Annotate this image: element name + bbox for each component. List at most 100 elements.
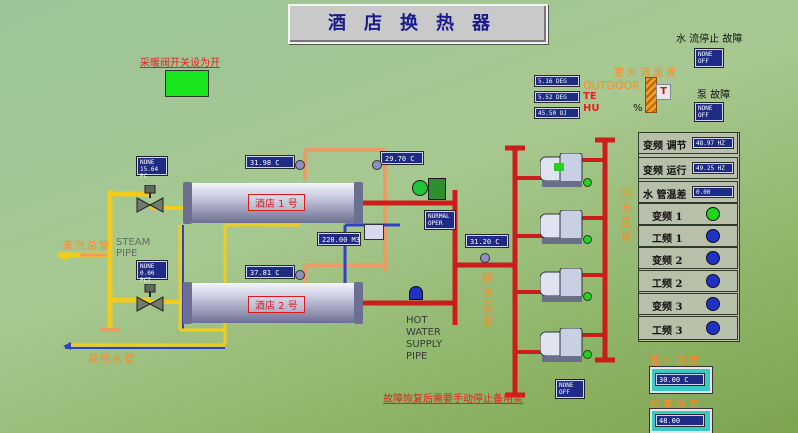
status-row-1-led — [706, 207, 720, 221]
pump-4-status-dot — [583, 350, 592, 359]
outdoor-temp-label: 室外温度 — [650, 356, 702, 367]
pump-bottom-line-1: NONE — [559, 382, 574, 389]
panel-row-1: 变频 调节 48.97 HZ — [638, 132, 738, 154]
outdoor-readout-3: 45.50 OJ — [535, 108, 579, 118]
outdoor-label: OUTDOOR — [583, 79, 640, 92]
pump-fault-label: 泵 故障 — [697, 90, 731, 101]
steam-valve-1-opening: 15.64 PC — [140, 166, 159, 180]
hot-water-line-2: WATER — [406, 327, 441, 338]
steam-pipe-en-line-2: PIPE — [116, 248, 138, 259]
hx1-label: 酒店 1 号 — [248, 194, 305, 211]
panel-row-1-label: 变频 调节 — [643, 141, 687, 152]
status-row-2-led — [706, 229, 720, 243]
steam-valve-1-icon[interactable] — [135, 184, 165, 213]
heat-exchanger-1[interactable] — [190, 183, 360, 223]
pump-1-status-dot — [583, 178, 592, 187]
status-row-4-label: 工频 2 — [652, 279, 683, 290]
flow-readout: 220.00 M3H — [318, 233, 360, 245]
status-row-4-led — [706, 274, 720, 288]
hx2-left-flange — [183, 282, 192, 324]
frequency-setting-box[interactable]: 48.00 — [650, 409, 712, 433]
te-label: TE — [583, 91, 597, 102]
steam-valve-2-icon[interactable] — [135, 283, 165, 312]
temp-readout-1: 31.98 C — [246, 156, 294, 168]
temp-sensor-2-icon — [372, 160, 382, 170]
status-row-5-label: 变频 3 — [652, 302, 683, 313]
hot-water-line-3: SUPPLY — [406, 339, 443, 350]
return-main-label: 回水总管 — [619, 188, 632, 244]
hx2-label: 酒店 2 号 — [248, 296, 305, 313]
pump-4-icon[interactable] — [539, 327, 584, 364]
status-row-6-label: 工频 3 — [652, 326, 683, 337]
status-row-3-led — [706, 251, 720, 265]
temp-sensor-3-icon — [295, 270, 305, 280]
panel-row-3-value: 0.00 — [693, 187, 733, 197]
steam-inlet-arrow-icon — [58, 251, 67, 261]
hot-water-line-4: PIPE — [406, 351, 428, 362]
steam-valve-1-readout: NONE 15.64 PC — [137, 157, 167, 180]
pump-3-status-dot — [583, 292, 592, 301]
heat-exchanger-2[interactable] — [190, 283, 360, 323]
status-row-2: 工频 1 — [638, 225, 738, 247]
steam-valve-2-readout: NONE 0.00 PCT — [137, 261, 167, 284]
hot-water-line-1: HOT — [406, 315, 428, 326]
control-valve-actuator-icon[interactable] — [412, 180, 428, 196]
temperature-sensor-icon: T — [656, 84, 671, 100]
pump-stop-fault-label: 水 流停止 故障 — [676, 34, 743, 45]
status-row-1-label: 变频 1 — [652, 212, 683, 223]
frequency-setting-label: 频率设定 — [650, 400, 702, 411]
panel-row-2-value: 49.25 HZ — [693, 163, 733, 173]
panel-row-2: 变频 运行 49.25 HZ — [638, 157, 738, 179]
status-row-1: 变频 1 — [638, 203, 738, 225]
heating-valve-label: 采暖阀开关设为开 — [140, 58, 220, 69]
outdoor-temp-value: 30.00 C — [656, 374, 704, 385]
panel-row-2-label: 变频 运行 — [643, 166, 687, 177]
status-row-5: 变频 3 — [638, 293, 738, 315]
heating-valve-status-indicator[interactable] — [165, 70, 209, 97]
supply-main-label: 供水总管 — [481, 272, 494, 328]
steam-valve-2-opening: 0.00 PCT — [140, 270, 155, 284]
outdoor-readout-1: 5.16 DEG — [535, 76, 579, 86]
normal-oper-readout: NORMAL OPER — [425, 211, 455, 229]
percent-label: % — [633, 103, 643, 114]
page-title: 酒店换热器 — [288, 4, 548, 44]
panel-row-1-value: 48.97 HZ — [693, 138, 733, 148]
steam-main-label: 蒸汽总管 — [63, 241, 111, 252]
pump-2-status-dot — [583, 235, 592, 244]
frequency-setting-value: 48.00 — [656, 415, 704, 426]
steam-pipe-en-line-1: STEAM — [116, 237, 151, 248]
pump-1-icon[interactable] — [539, 152, 584, 189]
status-row-5-led — [706, 297, 720, 311]
status-row-6: 工频 3 — [638, 316, 738, 340]
pressure-sensor-icon — [409, 286, 423, 300]
panel-row-3-label: 水 管温差 — [643, 190, 687, 201]
pump-3-icon[interactable] — [539, 267, 584, 304]
pump-bottom-line-2: OFF — [559, 389, 570, 396]
outdoor-temp-box[interactable]: 30.00 C — [650, 367, 712, 393]
temp-readout-4: 31.20 C — [466, 235, 508, 247]
hx1-right-flange — [354, 182, 363, 224]
temp-readout-2: 29.70 C — [381, 152, 423, 164]
status-row-6-led — [706, 321, 720, 335]
panel-row-3: 水 管温差 0.00 — [638, 181, 738, 203]
steam-pipe-en-label: STEAM PIPE — [116, 237, 150, 259]
temp-sensor-1-icon — [295, 160, 305, 170]
steam-valve-2-status: NONE — [140, 263, 155, 270]
steam-valve-1-status: NONE — [140, 159, 155, 166]
condensate-label: 凝结水管 — [88, 354, 136, 365]
temp-readout-3: 37.81 C — [246, 266, 294, 278]
outdoor-temp-humidity-label: 室外温湿度 — [614, 68, 679, 79]
hu-label: HU — [583, 103, 600, 114]
hot-water-en-label: HOT WATER SUPPLY PIPE — [406, 315, 442, 363]
control-valve-motor-icon[interactable] — [428, 178, 446, 200]
status-row-3-label: 变频 2 — [652, 256, 683, 267]
pump-stop-fault-readout: NONE OFF — [695, 49, 723, 67]
outdoor-readout-2: 5.52 DEG — [535, 92, 579, 102]
flow-meter-icon — [364, 224, 384, 240]
pump-2-icon[interactable] — [539, 209, 584, 246]
status-row-2-label: 工频 1 — [652, 234, 683, 245]
status-row-3: 变频 2 — [638, 247, 738, 269]
temp-sensor-4-icon — [480, 253, 490, 263]
hx2-right-flange — [354, 282, 363, 324]
fault-restore-note: 故障恢复后需要手动停止备用泵 — [383, 394, 523, 405]
